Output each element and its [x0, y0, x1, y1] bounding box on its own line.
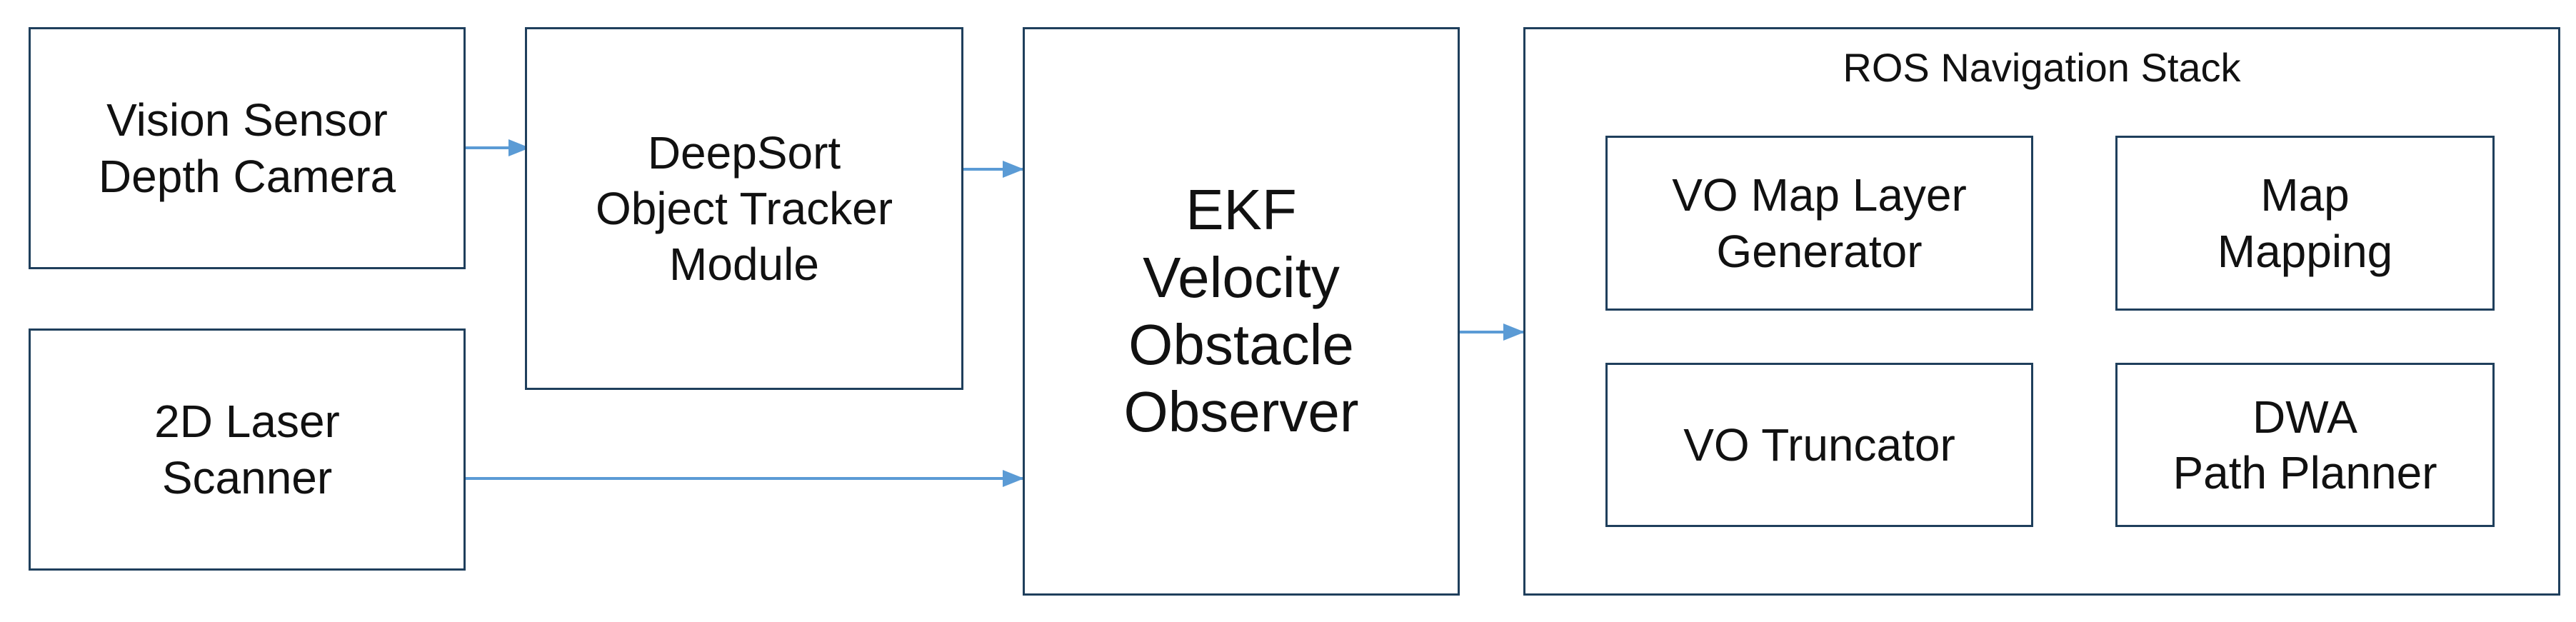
ekf-observer-box: EKF Velocity Obstacle Observer	[1023, 27, 1460, 596]
dwa-path-planner-box: DWA Path Planner	[2115, 363, 2495, 527]
ekf-observer-label: EKF Velocity Obstacle Observer	[1123, 178, 1359, 444]
ros-navigation-stack-title: ROS Navigation Stack	[1843, 45, 2241, 90]
dwa-path-planner-label: DWA Path Planner	[2172, 391, 2437, 498]
vo-map-layer-generator-label: VO Map Layer Generator	[1672, 169, 1967, 277]
map-mapping-label: Map Mapping	[2217, 169, 2393, 277]
vo-truncator-box: VO Truncator	[1605, 363, 2033, 527]
vo-map-layer-generator-box: VO Map Layer Generator	[1605, 136, 2033, 311]
vo-truncator-label: VO Truncator	[1683, 418, 1955, 471]
deepsort-tracker-label: DeepSort Object Tracker Module	[595, 126, 893, 291]
deepsort-tracker-box: DeepSort Object Tracker Module	[525, 27, 963, 390]
vision-sensor-label: Vision Sensor Depth Camera	[98, 94, 396, 202]
vision-sensor-box: Vision Sensor Depth Camera	[29, 27, 466, 269]
map-mapping-box: Map Mapping	[2115, 136, 2495, 311]
laser-scanner-label: 2D Laser Scanner	[154, 396, 340, 503]
laser-scanner-box: 2D Laser Scanner	[29, 328, 466, 571]
